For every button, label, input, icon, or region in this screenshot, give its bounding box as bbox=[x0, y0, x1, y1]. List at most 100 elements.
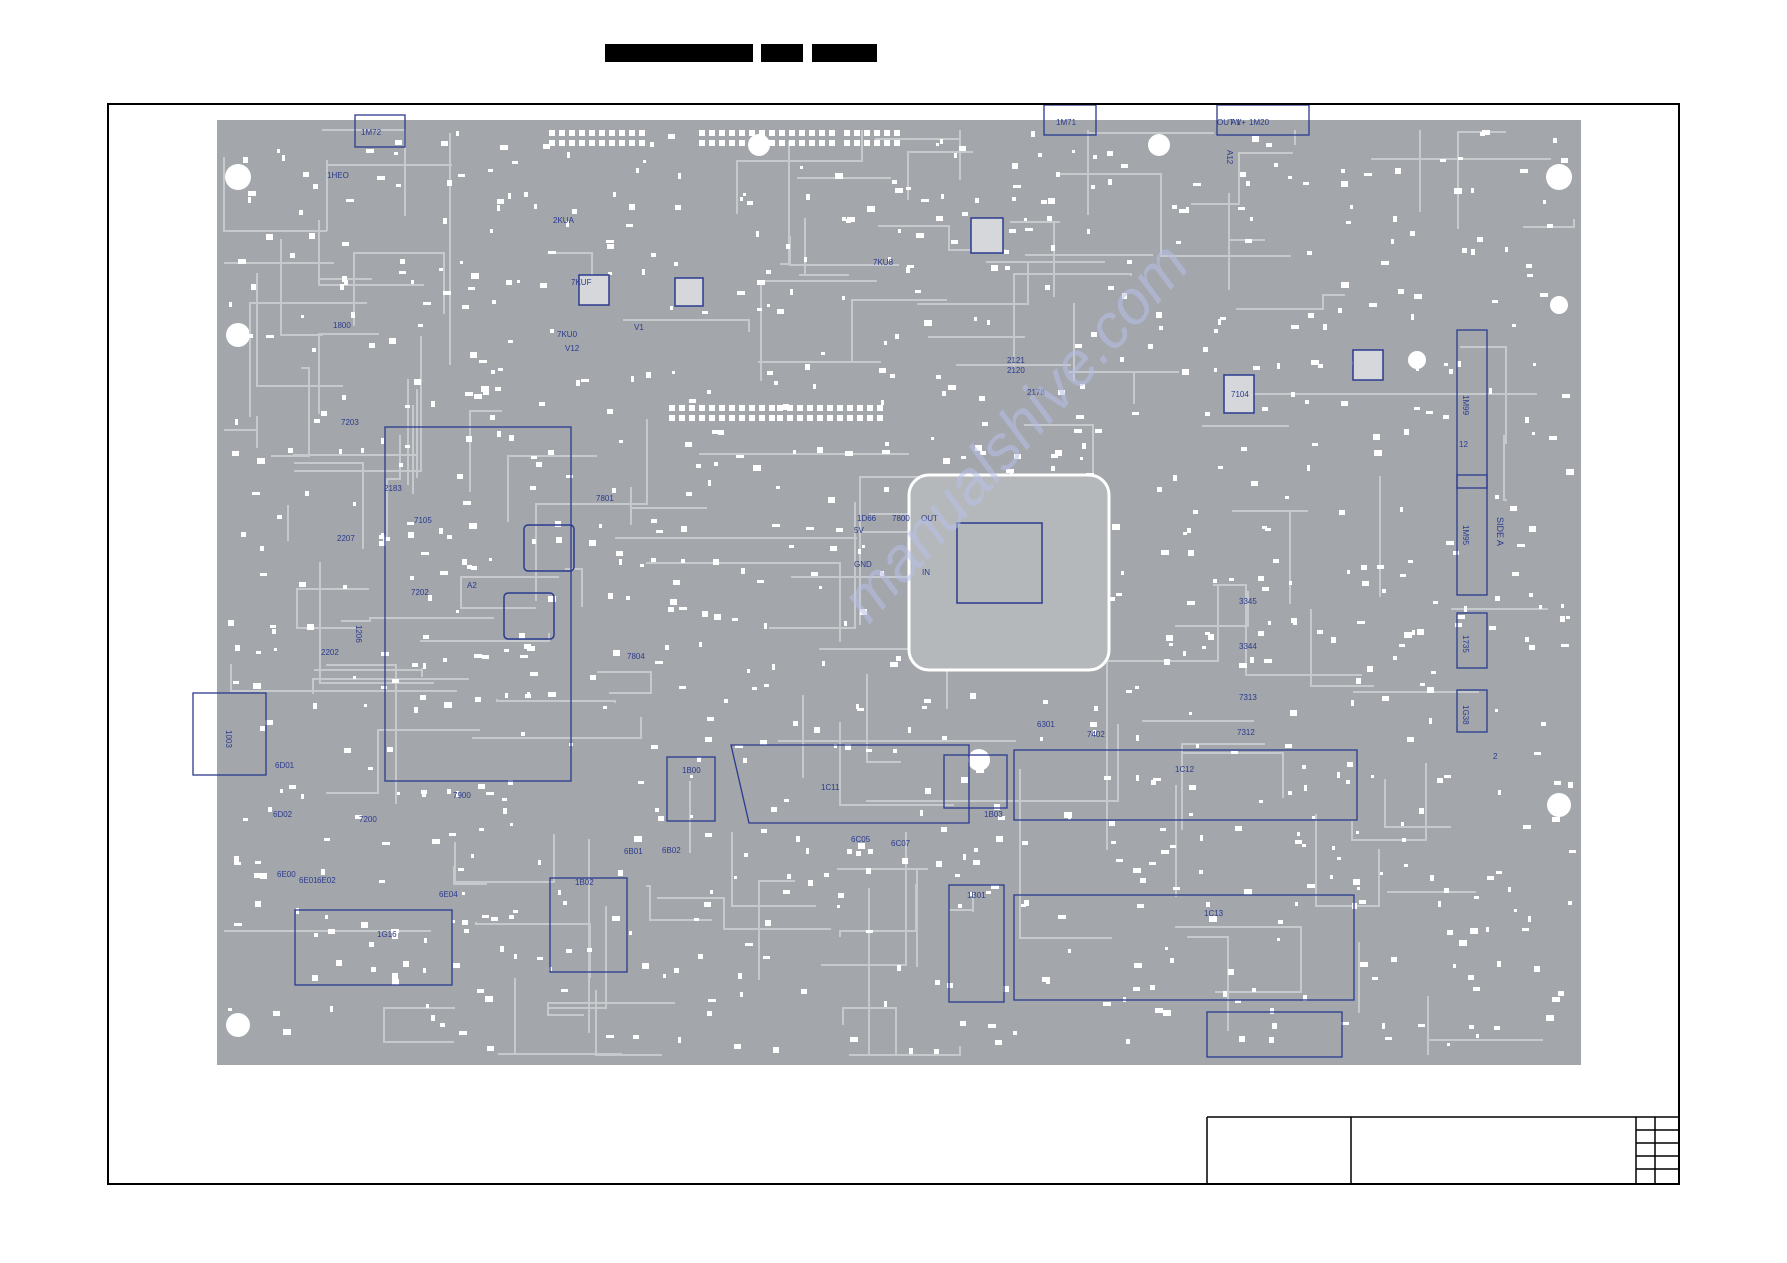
smd-pad bbox=[379, 880, 385, 883]
smd-pad bbox=[1209, 916, 1217, 922]
connector-label-1b00: 1B00 bbox=[682, 766, 701, 775]
copper-trace bbox=[1191, 152, 1293, 205]
copper-trace bbox=[646, 885, 712, 921]
smd-pad bbox=[1252, 988, 1256, 992]
smd-pad bbox=[996, 836, 1003, 842]
smd-pad bbox=[1308, 313, 1314, 318]
header-pin bbox=[729, 415, 735, 421]
copper-trace bbox=[1236, 294, 1345, 310]
smd-pad bbox=[713, 559, 719, 565]
header-pin bbox=[629, 130, 635, 136]
smd-pad bbox=[247, 334, 253, 338]
smd-pad bbox=[1285, 496, 1289, 499]
copper-trace bbox=[293, 389, 418, 478]
smd-pad bbox=[469, 523, 477, 529]
connector-label-1m72: 1M72 bbox=[361, 128, 382, 137]
smd-pad bbox=[405, 405, 410, 408]
comp-label-6301: 6301 bbox=[1037, 720, 1055, 729]
smd-pad bbox=[1372, 977, 1378, 980]
smd-pad bbox=[1024, 218, 1027, 221]
smd-pad bbox=[1395, 168, 1401, 174]
smd-pad bbox=[1058, 390, 1065, 395]
smd-pad bbox=[1420, 683, 1425, 686]
header-pin bbox=[749, 130, 755, 136]
copper-trace bbox=[1503, 435, 1507, 501]
smd-pad bbox=[463, 501, 471, 505]
smd-pad bbox=[234, 856, 239, 862]
header-pin bbox=[787, 415, 793, 421]
smd-pad bbox=[970, 892, 974, 896]
smd-pad bbox=[1093, 155, 1097, 159]
smd-pad bbox=[732, 618, 738, 621]
smd-pad bbox=[960, 1021, 966, 1026]
smd-pad bbox=[925, 788, 931, 794]
smd-pad bbox=[1223, 991, 1227, 997]
smd-pad bbox=[670, 599, 677, 605]
smd-pad bbox=[1317, 630, 1323, 634]
smd-pad bbox=[548, 692, 556, 697]
smd-pad bbox=[736, 455, 744, 458]
smd-pad bbox=[1356, 831, 1359, 834]
smd-pad bbox=[321, 411, 327, 416]
smd-pad bbox=[1252, 136, 1259, 142]
silkscreen-outlines bbox=[192, 104, 1488, 1058]
copper-trace bbox=[507, 455, 597, 522]
smd-pad bbox=[959, 146, 966, 151]
header-pin bbox=[689, 415, 695, 421]
smd-pad bbox=[1496, 871, 1502, 874]
smd-pad bbox=[655, 661, 663, 664]
smd-pad bbox=[1107, 597, 1115, 601]
smd-pad bbox=[772, 524, 780, 527]
smd-pad bbox=[426, 1004, 429, 1008]
smd-pad bbox=[756, 231, 759, 237]
smd-pad bbox=[1367, 666, 1373, 672]
smd-pad bbox=[885, 442, 889, 446]
smd-pad bbox=[734, 1044, 741, 1049]
smd-pad bbox=[868, 849, 873, 854]
smd-pad bbox=[761, 829, 767, 833]
copper-trace bbox=[312, 678, 469, 694]
smd-pad bbox=[1153, 778, 1161, 781]
smd-pad bbox=[290, 253, 295, 258]
smd-pad bbox=[432, 839, 440, 844]
smd-pad bbox=[857, 708, 864, 711]
smd-pad bbox=[1444, 888, 1449, 893]
smd-pad bbox=[907, 265, 914, 268]
header-pin bbox=[787, 405, 793, 411]
smd-pad bbox=[898, 229, 901, 233]
smd-pad bbox=[1241, 447, 1247, 451]
smd-pad bbox=[255, 861, 261, 864]
header-pin bbox=[589, 130, 595, 136]
smd-pad bbox=[395, 140, 402, 145]
smd-pad bbox=[808, 880, 813, 886]
smd-pad bbox=[1505, 247, 1508, 252]
smd-pad bbox=[811, 572, 818, 576]
smd-pad bbox=[975, 445, 982, 451]
smd-pad bbox=[1259, 800, 1263, 803]
smd-pad bbox=[443, 218, 447, 224]
smd-pad bbox=[707, 390, 711, 394]
smd-pad bbox=[979, 396, 985, 401]
header-pin bbox=[807, 405, 813, 411]
header-pin bbox=[609, 140, 615, 146]
smd-pad bbox=[1464, 606, 1467, 612]
smd-pad bbox=[257, 458, 265, 464]
smd-pad bbox=[590, 675, 596, 680]
smd-pad bbox=[1188, 550, 1194, 556]
header-pin bbox=[669, 415, 675, 421]
smd-pad bbox=[920, 810, 923, 816]
smd-pad bbox=[305, 491, 309, 496]
header-pin bbox=[819, 130, 825, 136]
header-pin bbox=[894, 130, 900, 136]
header-pin bbox=[699, 130, 705, 136]
label-t1a: OUT V+ bbox=[1217, 118, 1246, 127]
header-pin bbox=[789, 140, 795, 146]
smd-pad bbox=[673, 580, 680, 585]
smd-pad bbox=[1161, 550, 1169, 555]
smd-pad bbox=[1525, 417, 1529, 423]
smd-pad bbox=[500, 946, 504, 952]
smd-pad bbox=[1549, 436, 1557, 440]
smd-pad bbox=[471, 566, 477, 570]
smd-pad bbox=[1552, 817, 1560, 822]
drawing-frame: 1M72 1M71 1M20 OUT V+ A1 A12 1M99 1M95 1… bbox=[107, 103, 1680, 1185]
